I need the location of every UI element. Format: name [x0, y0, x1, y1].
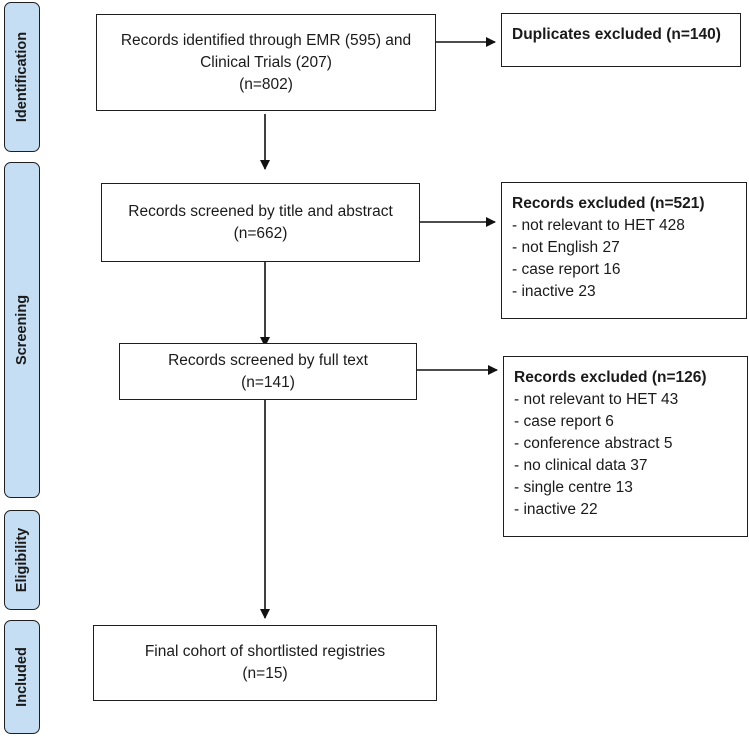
records-identified-line-3: (n=802) [239, 75, 293, 93]
screened-full-text-line-1: Records screened by full text [168, 351, 368, 369]
screened-title-abstract-box: Records screened by title and abstract (… [101, 183, 420, 262]
final-cohort-line-2: (n=15) [242, 665, 288, 682]
records-identified-line-2: Clinical Trials (207) [200, 53, 332, 71]
screened-title-abstract-line-1: Records screened by title and abstract [128, 202, 393, 220]
excluded-title-heading: Records excluded (n=521) [512, 195, 705, 212]
records-identified-box: Records identified through EMR (595) and… [96, 14, 436, 111]
records-identified-line-1: Records identified through EMR (595) and [120, 31, 412, 49]
final-cohort-line-1: Final cohort of shortlisted registries [144, 643, 386, 660]
excluded-full-heading: Records excluded (n=126) [514, 369, 707, 386]
records-excluded-full-box: Records excluded (n=126) - not relevant … [503, 356, 748, 537]
duplicates-excluded-box: Duplicates excluded (n=140) [501, 13, 741, 67]
excluded-full-item: - inactive 22 [514, 501, 598, 518]
screened-title-abstract-line-2: (n=662) [233, 224, 288, 242]
phase-screening: Screening [4, 162, 40, 498]
excluded-full-item: - single centre 13 [514, 479, 633, 496]
excluded-title-item: - case report 16 [512, 261, 621, 278]
phase-included: Included [4, 620, 40, 734]
excluded-title-item: - not English 27 [512, 239, 620, 256]
screened-full-text-line-2: (n=141) [241, 373, 295, 391]
excluded-title-item: - inactive 23 [512, 283, 596, 300]
excluded-full-item: - not relevant to HET 43 [514, 391, 679, 408]
excluded-full-item: - case report 6 [514, 413, 614, 430]
records-excluded-title-box: Records excluded (n=521) - not relevant … [501, 182, 747, 319]
excluded-full-item: - conference abstract 5 [514, 435, 673, 452]
phase-eligibility: Eligibility [4, 510, 40, 610]
excluded-full-item: - no clinical data 37 [514, 457, 648, 474]
screened-full-text-box: Records screened by full text (n=141) [119, 343, 417, 400]
phase-identification: Identification [4, 2, 40, 152]
final-cohort-box: Final cohort of shortlisted registries (… [93, 625, 437, 701]
duplicates-excluded-heading: Duplicates excluded (n=140) [512, 26, 721, 43]
excluded-title-item: - not relevant to HET 428 [512, 217, 685, 234]
